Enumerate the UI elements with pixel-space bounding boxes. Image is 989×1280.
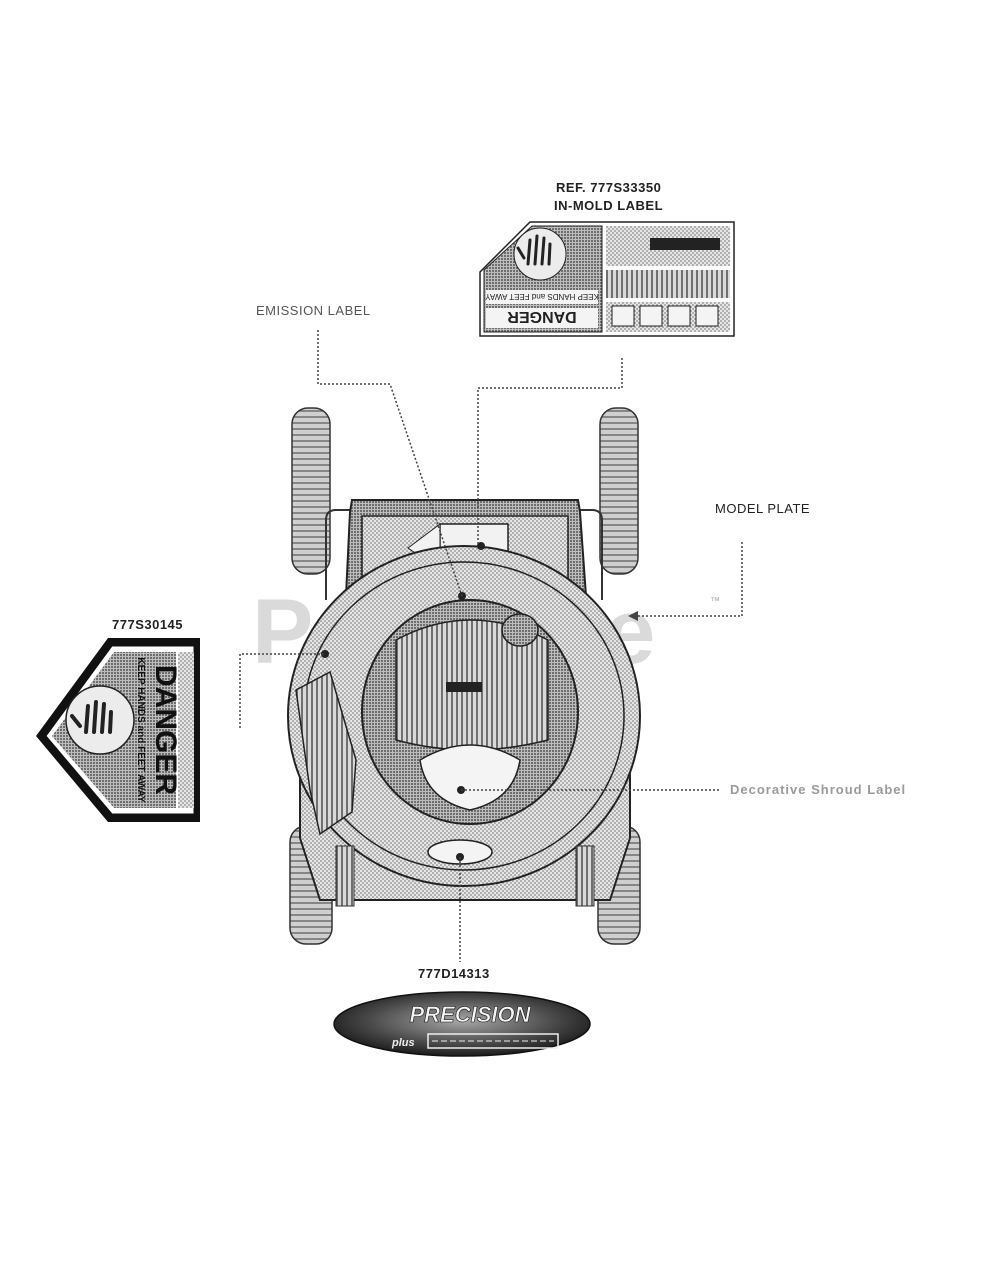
rear-right-wheel	[599, 407, 639, 575]
danger-decal: DANGER KEEP HANDS and FEET AWAY	[36, 638, 200, 822]
decorative-shroud-label: Decorative Shroud Label	[730, 782, 907, 797]
in-mold-label-decal: KEEP HANDS and FEET AWAY DANGER	[479, 221, 735, 337]
svg-text:DANGER: DANGER	[149, 665, 182, 795]
ref-label: REF. 777S33350	[556, 180, 662, 195]
bottom-label-area	[427, 839, 493, 865]
callout-dot-danger	[321, 650, 329, 658]
svg-text:KEEP HANDS and FEET AWAY: KEEP HANDS and FEET AWAY	[485, 292, 599, 301]
svg-text:PRECISION: PRECISION	[409, 1002, 531, 1027]
engine	[361, 599, 579, 825]
in-mold-label-title: IN-MOLD LABEL	[554, 198, 664, 213]
precision-logo: PRECISION plus	[333, 991, 591, 1057]
model-plate-label: MODEL PLATE	[715, 501, 811, 516]
svg-text:DANGER: DANGER	[507, 308, 577, 325]
danger-part-number: 777S30145	[112, 617, 184, 632]
discharge-chute	[295, 670, 357, 836]
callout-dot-inmold	[477, 542, 485, 550]
rear-left-wheel	[291, 407, 331, 575]
trademark-symbol: ™	[710, 596, 720, 607]
leader-lines	[239, 330, 743, 962]
bottom-part-number: 777D14313	[418, 966, 490, 981]
svg-text:plus: plus	[391, 1037, 415, 1049]
svg-text:KEEP HANDS and FEET AWAY: KEEP HANDS and FEET AWAY	[135, 657, 146, 803]
emission-label: EMISSION LABEL	[256, 303, 371, 318]
